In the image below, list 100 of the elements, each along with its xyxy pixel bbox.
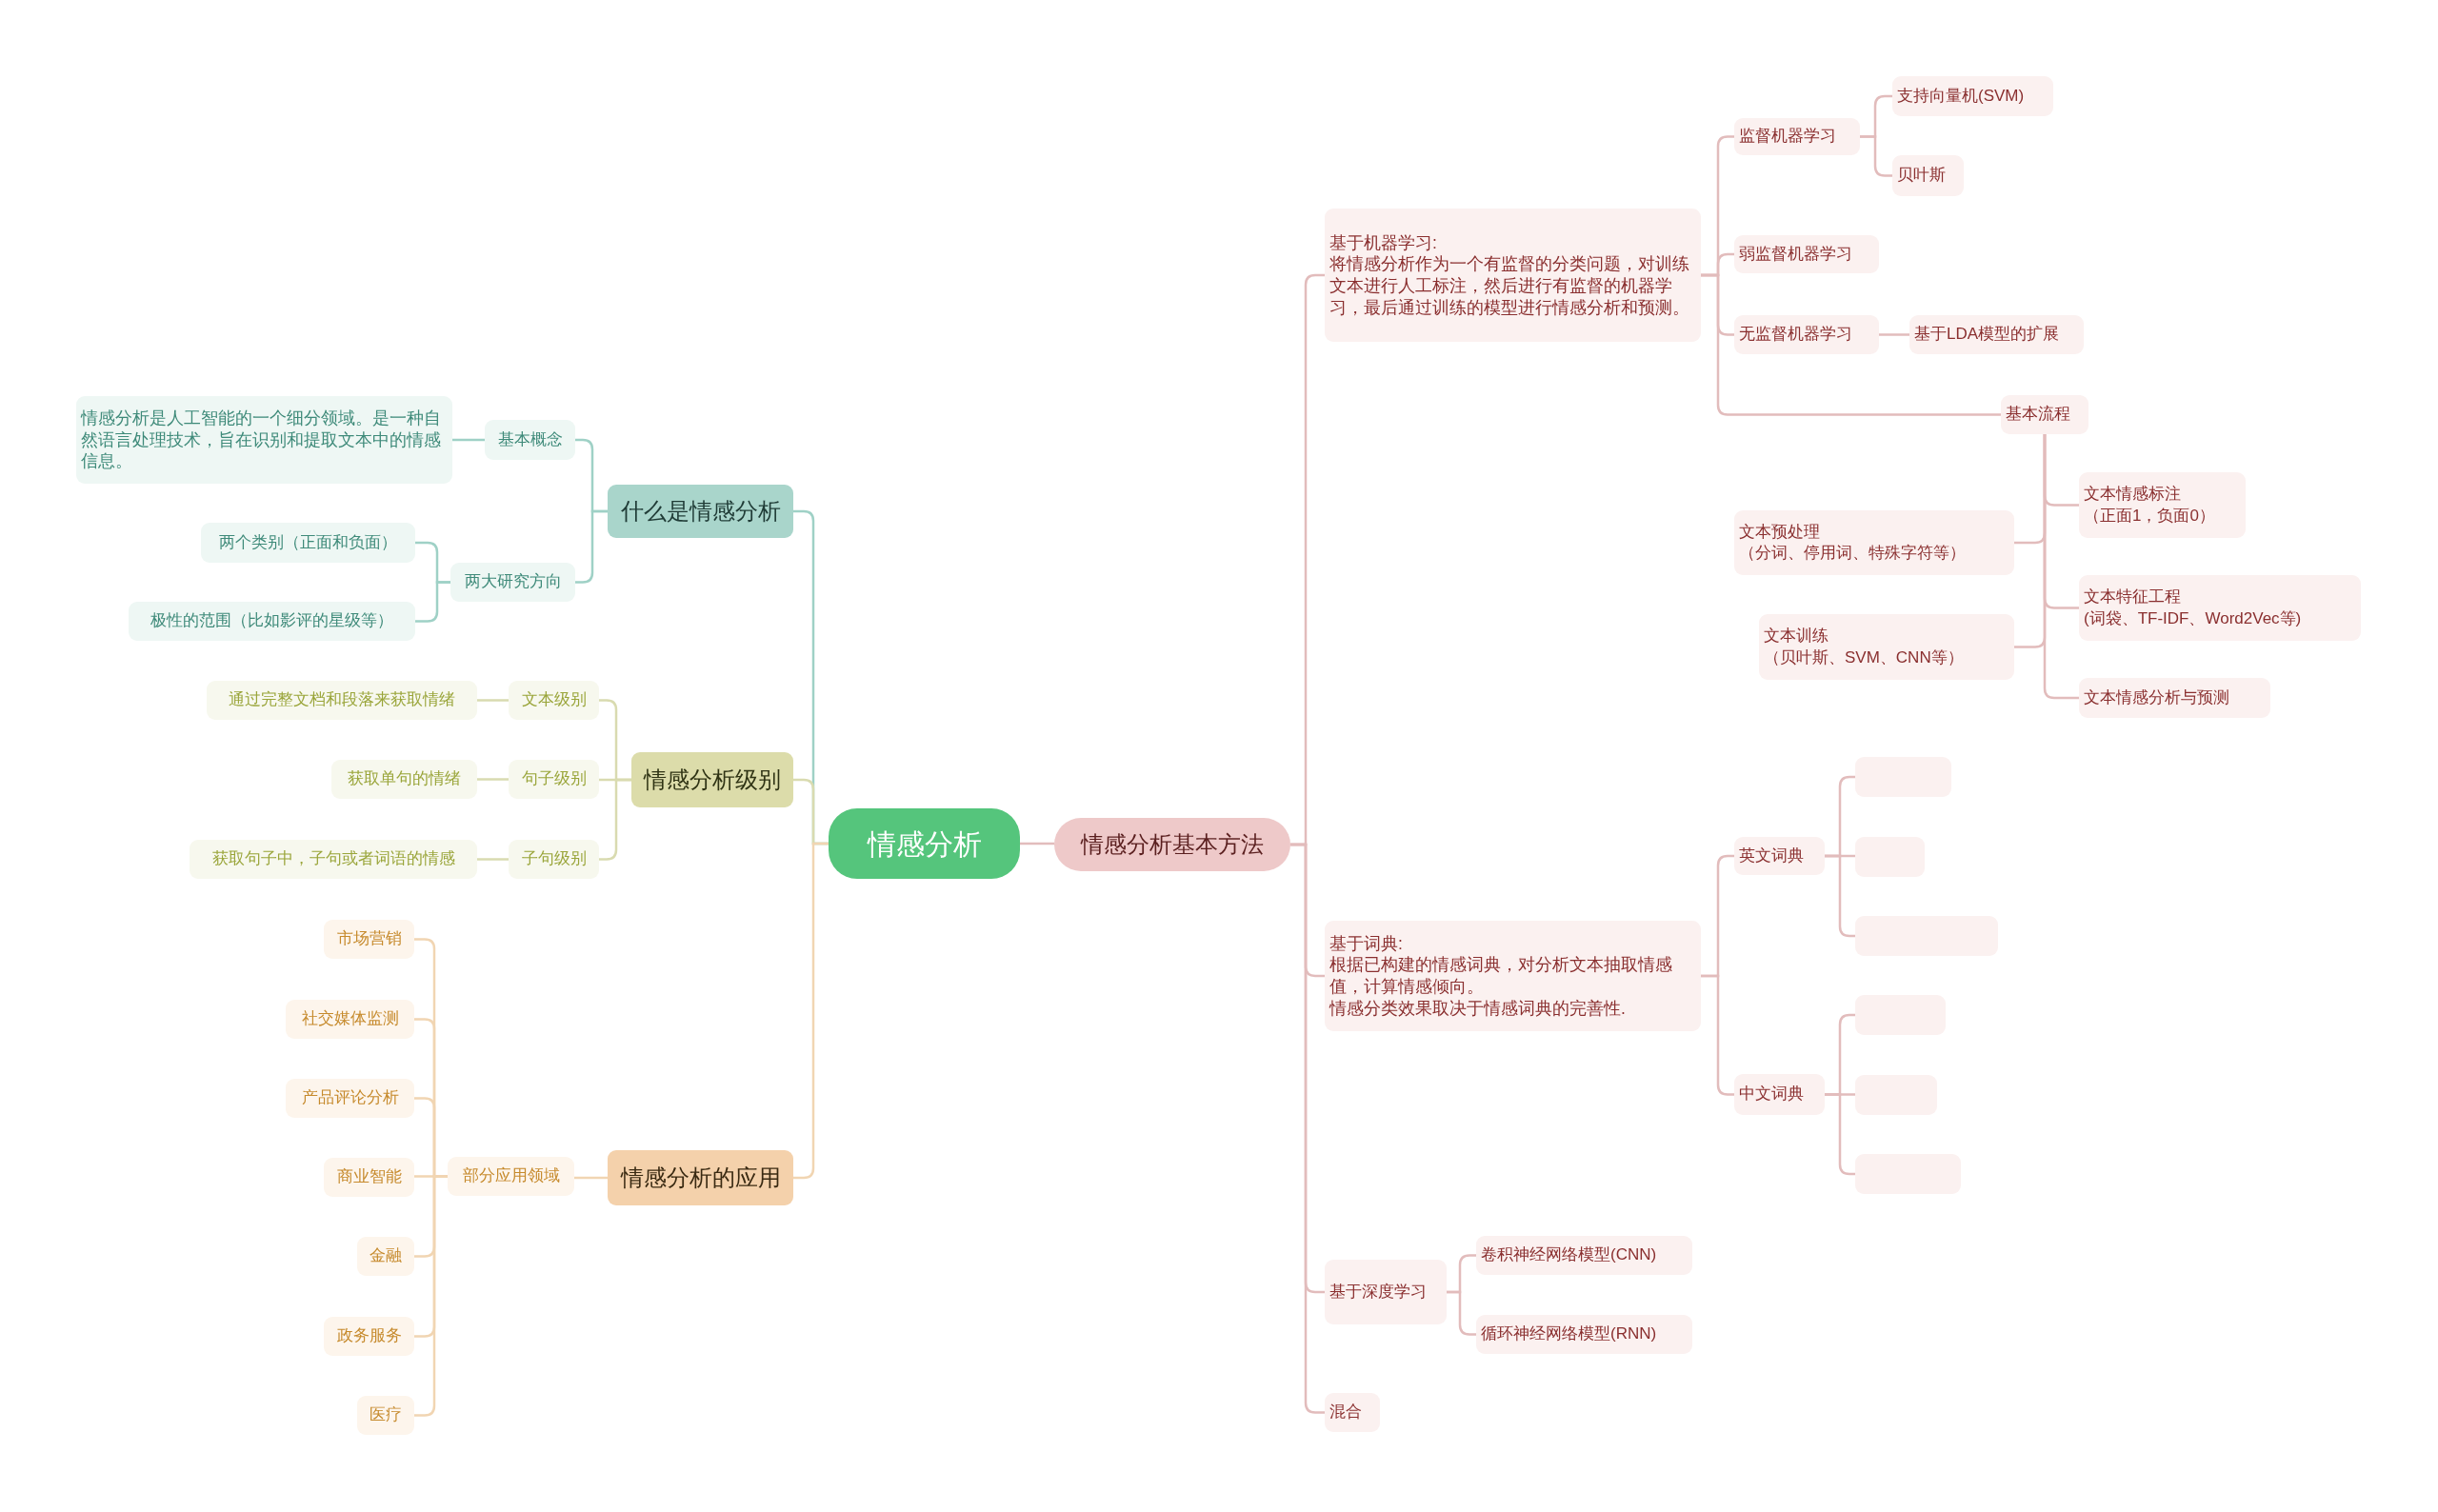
topic-text: 中文词典 — [1739, 1084, 1805, 1105]
topic-text: （正面1，负面0） — [2084, 505, 2216, 527]
subtopic-box — [1734, 1074, 1825, 1115]
topic-text: 卷积神经网络模型(CNN) — [1481, 1244, 1658, 1266]
connector-line — [1447, 1290, 1476, 1336]
subtopic-box — [1734, 315, 1879, 354]
subtopic-box — [2079, 575, 2361, 641]
topic-text: 根据已构建的情感词典，对分析文本抽取情感值，计算情感倾向。 — [1329, 954, 1673, 998]
connector-line — [477, 778, 509, 781]
topic-text: 基于深度学习 — [1329, 1281, 1428, 1303]
topic-text: 文本情感分析与预测 — [2084, 686, 2230, 708]
subtopic-box — [129, 602, 415, 641]
topic-text: 弱监督机器学习 — [1739, 243, 1853, 265]
subtopic-box — [357, 1396, 414, 1435]
connector-line — [2043, 434, 2079, 700]
subtopic-box — [2079, 472, 2246, 538]
subtopic-box — [1325, 921, 1701, 1031]
topic-text: 获取句子中，子句或者词语的情感 — [210, 848, 456, 870]
subtopic-box — [1734, 118, 1860, 155]
topic-text: 情感分析的应用 — [619, 1164, 782, 1193]
main-topic-box — [631, 752, 793, 807]
empty-topic-box — [1855, 837, 1925, 877]
topic-text: 支持向量机(SVM) — [1897, 85, 2026, 107]
subtopic-box — [1325, 1393, 1380, 1432]
topic-text: 文本情感标注 — [2084, 484, 2182, 506]
topic-text: 文本训练 — [1764, 626, 1829, 647]
topic-text: 部分应用领域 — [461, 1165, 561, 1187]
empty-topic-box — [1855, 1154, 1961, 1194]
topic-text: 基本概念 — [496, 428, 564, 450]
subtopic-box — [1892, 155, 1964, 196]
topic-text: 产品评论分析 — [300, 1087, 400, 1109]
connector-line — [1290, 843, 1325, 1414]
subtopic-box — [509, 840, 599, 879]
subtopic-box — [286, 1079, 414, 1118]
main-topic-box — [1054, 818, 1290, 871]
connector-line — [575, 509, 608, 584]
empty-topic-box — [1855, 757, 1951, 797]
subtopic-box — [1759, 614, 2014, 680]
topic-text: 社交媒体监测 — [300, 1008, 400, 1030]
subtopic-box — [357, 1237, 414, 1276]
topic-text: 情感分析级别 — [642, 766, 782, 795]
topic-text: 医疗 — [369, 1404, 403, 1426]
topic-text: 文本预处理 — [1739, 521, 1821, 543]
subtopic-box — [1734, 837, 1825, 875]
topic-text: 英文词典 — [1739, 845, 1805, 866]
topic-text: 子句级别 — [520, 848, 588, 870]
topic-text: （贝叶斯、SVM、CNN等） — [1764, 647, 1965, 668]
topic-text: 获取单句的情绪 — [347, 768, 462, 790]
subtopic-box — [76, 396, 452, 484]
topic-text: 将情感分析作为一个有监督的分类问题，对训练文本进行人工标注，然后进行有监督的机器学习，最后通过训练的模型进行情感分析和预测。 — [1329, 253, 1690, 319]
subtopic-box — [1476, 1315, 1692, 1354]
topic-text: 文本特征工程 — [2084, 587, 2182, 608]
connector-line — [1860, 135, 1892, 177]
subtopic-box — [207, 681, 477, 720]
topic-text: 监督机器学习 — [1739, 126, 1837, 148]
empty-topic-box — [1855, 916, 1998, 956]
topic-text: 金融 — [369, 1245, 403, 1267]
connector-line — [1020, 842, 1054, 846]
connector-line — [574, 1176, 608, 1180]
topic-text: 基于LDA模型的扩展 — [1914, 324, 2061, 346]
subtopic-box — [190, 840, 477, 879]
connector-line — [477, 699, 509, 702]
subtopic-box — [2001, 395, 2088, 434]
topic-text: 混合 — [1329, 1402, 1363, 1423]
connector-line — [599, 778, 631, 861]
subtopic-box — [1476, 1236, 1692, 1275]
subtopic-box — [1892, 76, 2053, 116]
topic-text: 基本流程 — [2006, 404, 2071, 426]
topic-text: 政务服务 — [335, 1325, 403, 1347]
topic-text: 什么是情感分析 — [619, 497, 782, 527]
subtopic-box — [448, 1157, 574, 1196]
empty-topic-box — [1855, 1075, 1937, 1115]
subtopic-box — [331, 760, 477, 799]
connector-line — [415, 581, 450, 623]
connector-line — [1701, 273, 2001, 416]
central-topic-box — [829, 808, 1020, 879]
connector-line — [477, 858, 509, 861]
subtopic-box — [1325, 209, 1701, 342]
subtopic-box — [201, 523, 415, 563]
empty-topic-box — [1855, 995, 1946, 1035]
topic-text: 市场营销 — [335, 928, 403, 950]
main-topic-box — [608, 1150, 793, 1205]
subtopic-box — [324, 1158, 414, 1197]
topic-text: 两个类别（正面和负面） — [218, 531, 398, 553]
topic-text: 极性的范围（比如影评的星级等） — [150, 610, 394, 632]
subtopic-box — [1909, 315, 2084, 354]
subtopic-box — [509, 760, 599, 799]
topic-text: 通过完整文档和段落来获取情绪 — [228, 689, 456, 711]
subtopic-box — [509, 681, 599, 720]
subtopic-box — [2079, 678, 2270, 718]
subtopic-box — [485, 420, 575, 460]
connector-line — [793, 842, 829, 1180]
topic-text: 文本级别 — [520, 689, 588, 711]
topic-text: 情感分析 — [866, 826, 983, 862]
subtopic-box — [1734, 235, 1879, 273]
subtopic-box — [450, 563, 575, 602]
subtopic-box — [1325, 1260, 1447, 1324]
subtopic-box — [1734, 510, 2014, 575]
topic-text: 情感分类效果取决于情感词典的完善性. — [1329, 997, 1627, 1020]
topic-text: 循环神经网络模型(RNN) — [1481, 1323, 1658, 1345]
